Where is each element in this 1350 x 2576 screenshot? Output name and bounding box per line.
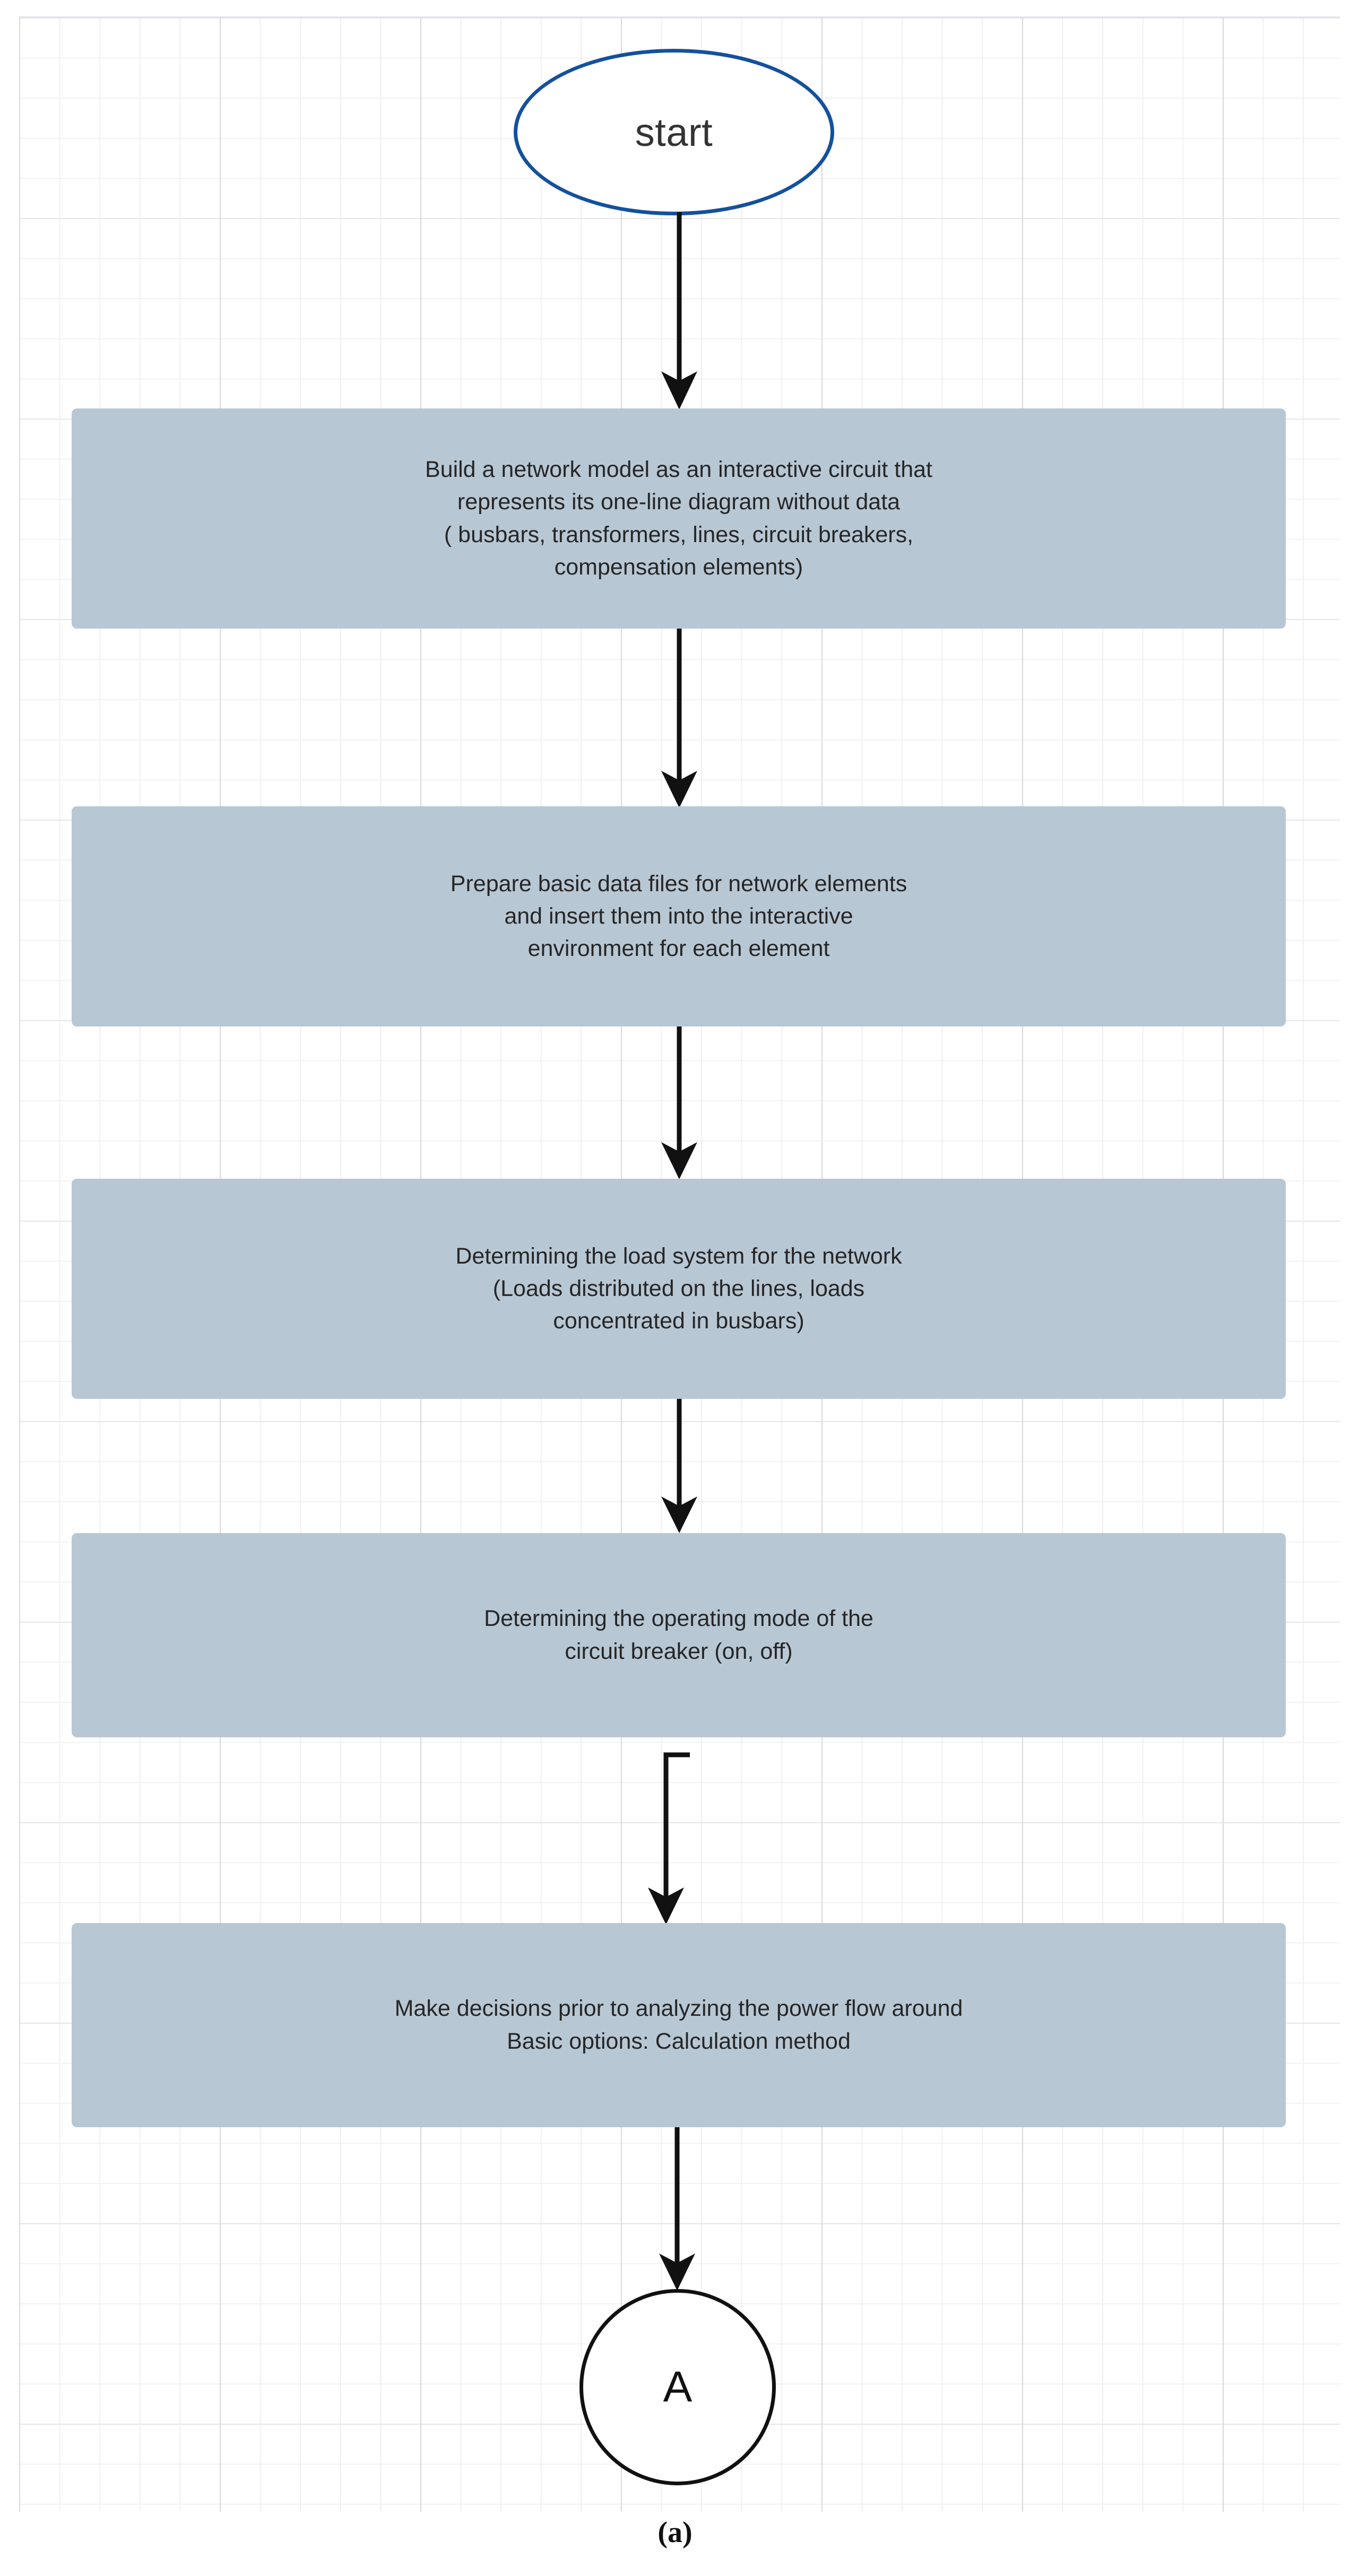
- node-step2-line-1: Prepare basic data files for network ele…: [450, 871, 907, 897]
- arrow-step1-to-step2: [661, 629, 697, 808]
- arrow-start-to-step1: [661, 212, 697, 410]
- node-step1-line-4: compensation elements): [554, 554, 803, 580]
- node-step4-text: Determining the operating mode of the ci…: [93, 1603, 1265, 1667]
- node-step2[interactable]: Prepare basic data files for network ele…: [72, 806, 1286, 1026]
- arrow-step3-to-step4: [661, 1399, 697, 1533]
- node-connector-a-label: A: [663, 2363, 693, 2411]
- figure-caption: (a): [657, 2516, 693, 2549]
- node-step1-line-2: represents its one-line diagram without …: [457, 489, 901, 515]
- node-step3-line-2: (Loads distributed on the lines, loads: [492, 1275, 865, 1301]
- node-step4[interactable]: Determining the operating mode of the ci…: [72, 1533, 1286, 1737]
- arrow-step5-to-connector-a: [659, 2127, 695, 2291]
- node-step4-line-2: circuit breaker (on, off): [565, 1638, 793, 1664]
- node-step5[interactable]: Make decisions prior to analyzing the po…: [72, 1923, 1286, 2127]
- node-start-label: start: [635, 110, 713, 154]
- node-step5-line-1: Make decisions prior to analyzing the po…: [394, 1996, 963, 2022]
- node-step1-line-1: Build a network model as an interactive …: [425, 457, 932, 483]
- node-step1-line-3: ( busbars, transformers, lines, circuit …: [444, 521, 914, 547]
- grid-top-edge: [19, 16, 1340, 18]
- node-connector-a[interactable]: A: [579, 2289, 776, 2485]
- node-step3-line-1: Determining the load system for the netw…: [455, 1243, 902, 1269]
- node-step1[interactable]: Build a network model as an interactive …: [72, 408, 1286, 629]
- node-step2-line-2: and insert them into the interactive: [504, 903, 853, 929]
- node-step5-line-2: Basic options: Calculation method: [507, 2028, 851, 2054]
- node-step2-text: Prepare basic data files for network ele…: [93, 868, 1265, 965]
- node-step4-line-1: Determining the operating mode of the: [484, 1606, 873, 1632]
- node-step3-line-3: concentrated in busbars): [553, 1308, 804, 1334]
- node-step3[interactable]: Determining the load system for the netw…: [72, 1179, 1286, 1399]
- arrow-step4-to-step5: [648, 1752, 690, 1925]
- arrow-step2-to-step3: [661, 1026, 697, 1179]
- node-step5-text: Make decisions prior to analyzing the po…: [93, 1992, 1265, 2057]
- node-start[interactable]: start: [514, 49, 834, 215]
- node-step2-line-3: environment for each element: [527, 936, 830, 962]
- node-step3-text: Determining the load system for the netw…: [93, 1240, 1265, 1337]
- node-step1-text: Build a network model as an interactive …: [93, 454, 1265, 583]
